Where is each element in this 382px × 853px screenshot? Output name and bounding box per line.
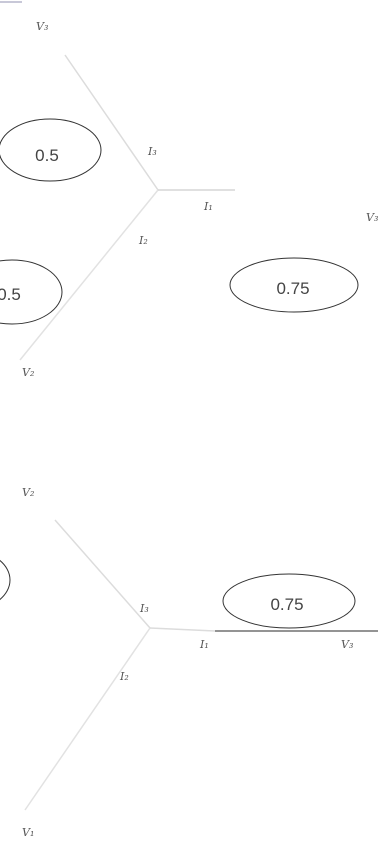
top-edge-i3-label: I₃ (147, 145, 157, 158)
top-resistor-left-lower (0, 259, 63, 325)
bottom-section: V₂ I₃ I₁ V₃ I₂ V₁ 0.75 (0, 486, 378, 839)
top-resistor-right (229, 257, 359, 313)
bottom-edge-i3-label: I₃ (139, 602, 149, 615)
bottom-vertex-v3-label: V₃ (341, 638, 353, 651)
bottom-wire-lower (24, 627, 151, 811)
top-wire-lower (19, 189, 159, 361)
bottom-wire-upper (54, 519, 151, 629)
bottom-vertex-v1-label: V₁ (22, 826, 34, 839)
top-resistor-left-upper (0, 118, 102, 182)
top-section: V₃ I₃ I₁ I₂ V₂ V₃ 0.5 0.5 0.75 (0, 20, 378, 379)
bottom-resistor-right-value: 0.75 (270, 595, 303, 614)
top-resistor-left-upper-value: 0.5 (35, 146, 59, 165)
top-wire-upper (64, 54, 159, 191)
top-right-fragment-label: V₃ (366, 211, 378, 224)
top-edge-i2-label: I₂ (138, 234, 148, 247)
top-resistor-right-value: 0.75 (276, 279, 309, 298)
bottom-edge-i2-label: I₂ (119, 670, 129, 683)
top-edge-i1-label: I₁ (203, 200, 213, 213)
bottom-vertex-v2-label: V₂ (22, 486, 34, 499)
top-vertex-v3-label: V₃ (36, 20, 48, 33)
top-resistor-left-lower-value: 0.5 (0, 285, 21, 304)
bottom-edge-i1-label: I₁ (199, 638, 209, 651)
top-vertex-v2-label: V₂ (22, 366, 34, 379)
bottom-resistor-right (222, 573, 356, 629)
bottom-resistor-left-fragment (0, 559, 11, 601)
bottom-wire-right (149, 627, 216, 632)
